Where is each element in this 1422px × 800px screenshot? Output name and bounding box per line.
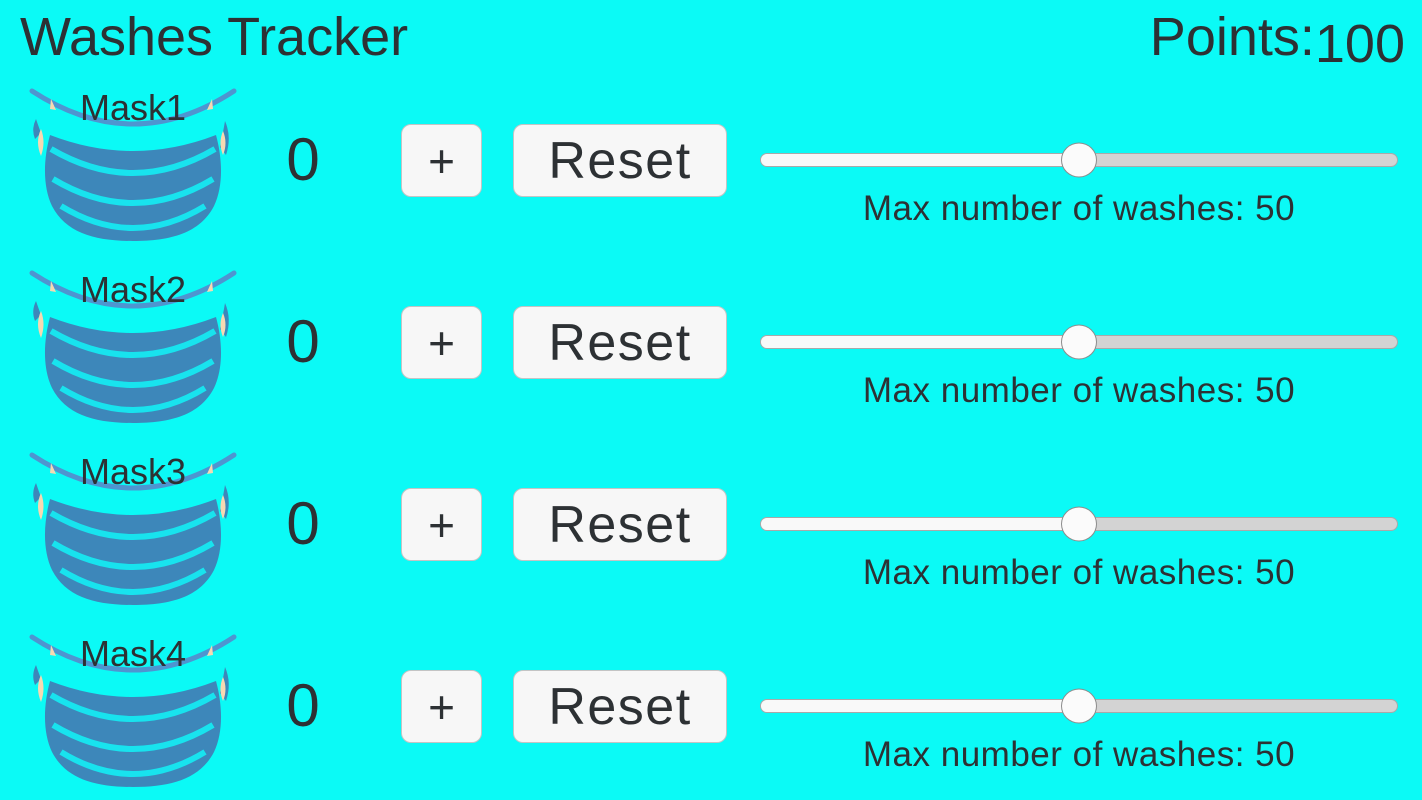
mask-row: Mask1 0 + Reset Max number of washes: 50 [0,69,1422,251]
max-washes-label: Max number of washes: 50 [862,553,1296,592]
mask-row: Mask2 0 + Reset Max number of washes: 50 [0,251,1422,433]
max-washes-label: Max number of washes: 50 [862,371,1296,410]
mask-image: Mask1 [20,79,246,243]
page-title: Washes Tracker [20,7,409,67]
mask-image: Mask4 [20,625,246,789]
mask-image: Mask3 [20,443,246,607]
max-washes-label: Max number of washes: 50 [862,735,1296,774]
slider-thumb[interactable] [1061,506,1097,542]
mask-image: Mask2 [20,261,246,425]
max-washes-slider[interactable] [760,324,1398,360]
increment-button[interactable]: + [401,306,482,379]
increment-button[interactable]: + [401,124,482,197]
face-mask-icon [29,88,237,241]
increment-button[interactable]: + [401,488,482,561]
wash-count: 0 [286,672,320,739]
wash-count: 0 [286,308,320,375]
reset-button[interactable]: Reset [513,124,727,197]
increment-button[interactable]: + [401,670,482,743]
mask-label: Mask1 [79,87,187,128]
slider-fill [761,154,1079,166]
points-value: 100 [1314,14,1405,74]
reset-button[interactable]: Reset [513,488,727,561]
reset-button[interactable]: Reset [513,306,727,379]
slider-thumb[interactable] [1061,142,1097,178]
mask-row: Mask4 0 + Reset Max number of washes: 50 [0,615,1422,797]
max-washes-slider[interactable] [760,142,1398,178]
slider-thumb[interactable] [1061,324,1097,360]
mask-row: Mask3 0 + Reset Max number of washes: 50 [0,433,1422,615]
max-washes-slider[interactable] [760,688,1398,724]
face-mask-icon [29,452,237,605]
mask-label: Mask2 [79,269,187,310]
max-washes-slider[interactable] [760,506,1398,542]
wash-count: 0 [286,126,320,193]
face-mask-icon [29,270,237,423]
face-mask-icon [29,634,237,787]
slider-fill [761,518,1079,530]
max-washes-label: Max number of washes: 50 [862,189,1296,228]
mask-label: Mask3 [79,451,187,492]
points-display: Points:100 [1149,6,1405,74]
points-label: Points: [1149,7,1315,67]
slider-thumb[interactable] [1061,688,1097,724]
reset-button[interactable]: Reset [513,670,727,743]
mask-label: Mask4 [79,633,187,674]
slider-fill [761,700,1079,712]
slider-fill [761,336,1079,348]
wash-count: 0 [286,490,320,557]
